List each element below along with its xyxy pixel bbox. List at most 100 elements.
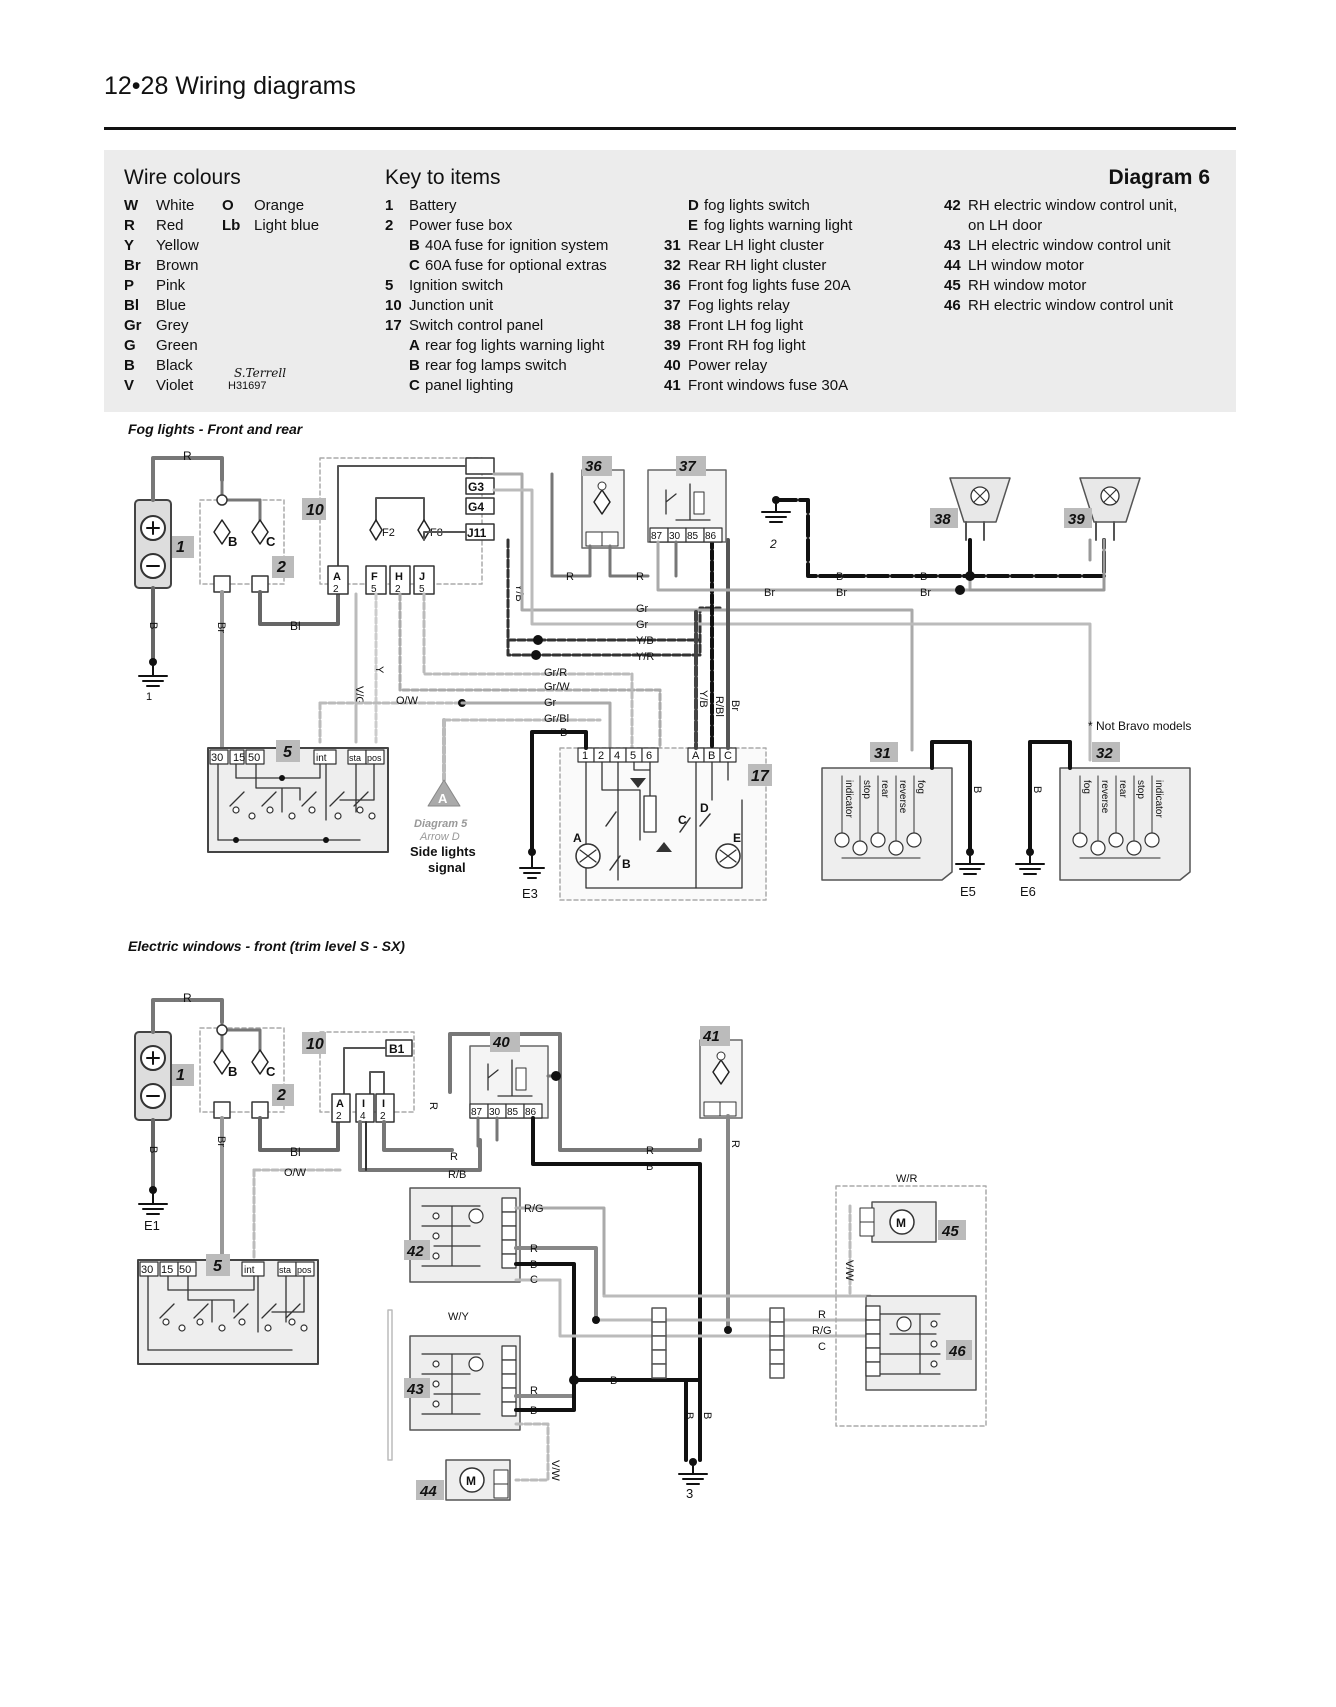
win-wire-label-c-42: C — [530, 1274, 538, 1286]
item-number: E — [688, 217, 699, 234]
win-wire-label-rg-46: R/G — [812, 1325, 832, 1337]
wire-label-r-36a: R — [566, 571, 574, 583]
key-row: Lb Light blue — [222, 216, 319, 236]
item-number: 36 — [664, 277, 681, 294]
wire-code: Bl — [124, 297, 139, 314]
pin17-b: B — [708, 750, 715, 762]
battery-1 — [134, 499, 172, 589]
win-wire-label-rb: R/B — [448, 1169, 466, 1181]
ign-sta: sta — [349, 753, 361, 763]
wire-label-y: Y — [373, 666, 385, 674]
wire-label-b: B — [147, 622, 159, 629]
item-text: rear fog lights warning light — [425, 337, 605, 354]
win-wire-label-rg: R/G — [524, 1203, 544, 1215]
wire-code: P — [124, 277, 135, 294]
item-text: Front LH fog light — [688, 317, 804, 334]
win-pin-i2: I — [382, 1098, 385, 1110]
motor-44-label: M — [466, 1474, 476, 1488]
item-number: 2 — [385, 217, 394, 234]
win-relay-85: 85 — [507, 1107, 519, 1118]
wire-code: Br — [124, 257, 141, 274]
win-ign-int: int — [244, 1265, 255, 1276]
item-number: B — [409, 357, 420, 374]
wire-code: Lb — [222, 217, 241, 234]
win-wire-label-b-43: B — [530, 1405, 537, 1417]
lamp-rear-32: rear — [1117, 780, 1128, 798]
wire-colour-name: Brown — [156, 257, 199, 274]
ign-15: 15 — [233, 752, 245, 764]
pin-j11: J11 — [467, 526, 487, 540]
win-wire-label-bl: Bl — [290, 1145, 301, 1159]
item-number: 31 — [664, 237, 681, 254]
wire-code: W — [124, 197, 139, 214]
wire-code: R — [124, 217, 135, 234]
pin17-2: 2 — [598, 750, 604, 762]
win-wire-label-r-42: R — [530, 1243, 538, 1255]
win-pin-i4-num: 4 — [360, 1111, 366, 1122]
item-number: 17 — [385, 317, 402, 334]
win-fuse-c: C — [266, 1064, 276, 1079]
win-component-label-1: 1 — [176, 1067, 185, 1084]
win-wire-label-br: Br — [215, 1136, 227, 1147]
arrow-letter: A — [438, 791, 448, 806]
item-text: RH window motor — [968, 277, 1087, 294]
wire-colour-name: Light blue — [254, 217, 320, 234]
win-wire-label-r-3: R — [427, 1102, 439, 1110]
win-wire-label-r-46: R — [818, 1309, 826, 1321]
diagram-label: Diagram 6 — [1108, 166, 1210, 189]
motor-45-label: M — [896, 1216, 906, 1230]
win-wire-label-b-40: B — [646, 1161, 653, 1173]
wire-label-yb: Y/B — [636, 635, 654, 647]
wire-code: G — [124, 337, 136, 354]
wire-label-yb-17: Y/B — [697, 690, 709, 708]
item-text: Front fog lights fuse 20A — [688, 277, 851, 294]
pin17-6: 6 — [646, 750, 652, 762]
win-wire-label-vw: V/W — [549, 1460, 561, 1481]
item-number: 39 — [664, 337, 681, 354]
wire-code: V — [124, 377, 135, 394]
ign-pos: pos — [367, 753, 382, 763]
win-relay-86: 86 — [525, 1107, 537, 1118]
ground-1 — [138, 663, 168, 687]
component-label-5: 5 — [283, 744, 293, 761]
win-wire-label-ow: O/W — [284, 1167, 307, 1179]
item-number: 5 — [385, 277, 394, 294]
wire-label-gr-3: Gr — [544, 697, 557, 709]
lamp-fog-31: fog — [915, 780, 926, 794]
signal-label: signal — [428, 860, 466, 875]
win-wire-label-r-2: R — [450, 1151, 458, 1163]
win-wire-label-b: B — [147, 1146, 159, 1153]
wire-code: O — [222, 197, 234, 214]
key-row: 36 Front fog lights fuse 20A — [664, 276, 852, 296]
ign-50: 50 — [248, 752, 260, 764]
item-number: 46 — [944, 297, 961, 314]
not-bravo-note: * Not Bravo models — [1088, 719, 1191, 733]
lamp-fog-32: fog — [1081, 780, 1092, 794]
ground-label-3: 3 — [686, 1486, 693, 1501]
item-number: C — [409, 377, 420, 394]
win-wire-label-wr: W/R — [896, 1173, 917, 1185]
pin-g3: G3 — [468, 480, 484, 494]
wire-label-ow: O/W — [396, 695, 419, 707]
wire-colour-name: Blue — [156, 297, 187, 314]
wire-label-gr-r: Gr/R — [544, 667, 567, 679]
page-number: 12•28 — [104, 72, 169, 100]
wire-colour-name: Pink — [156, 277, 186, 294]
wire-colour-name: Yellow — [156, 237, 199, 254]
component-label-31: 31 — [874, 745, 891, 762]
